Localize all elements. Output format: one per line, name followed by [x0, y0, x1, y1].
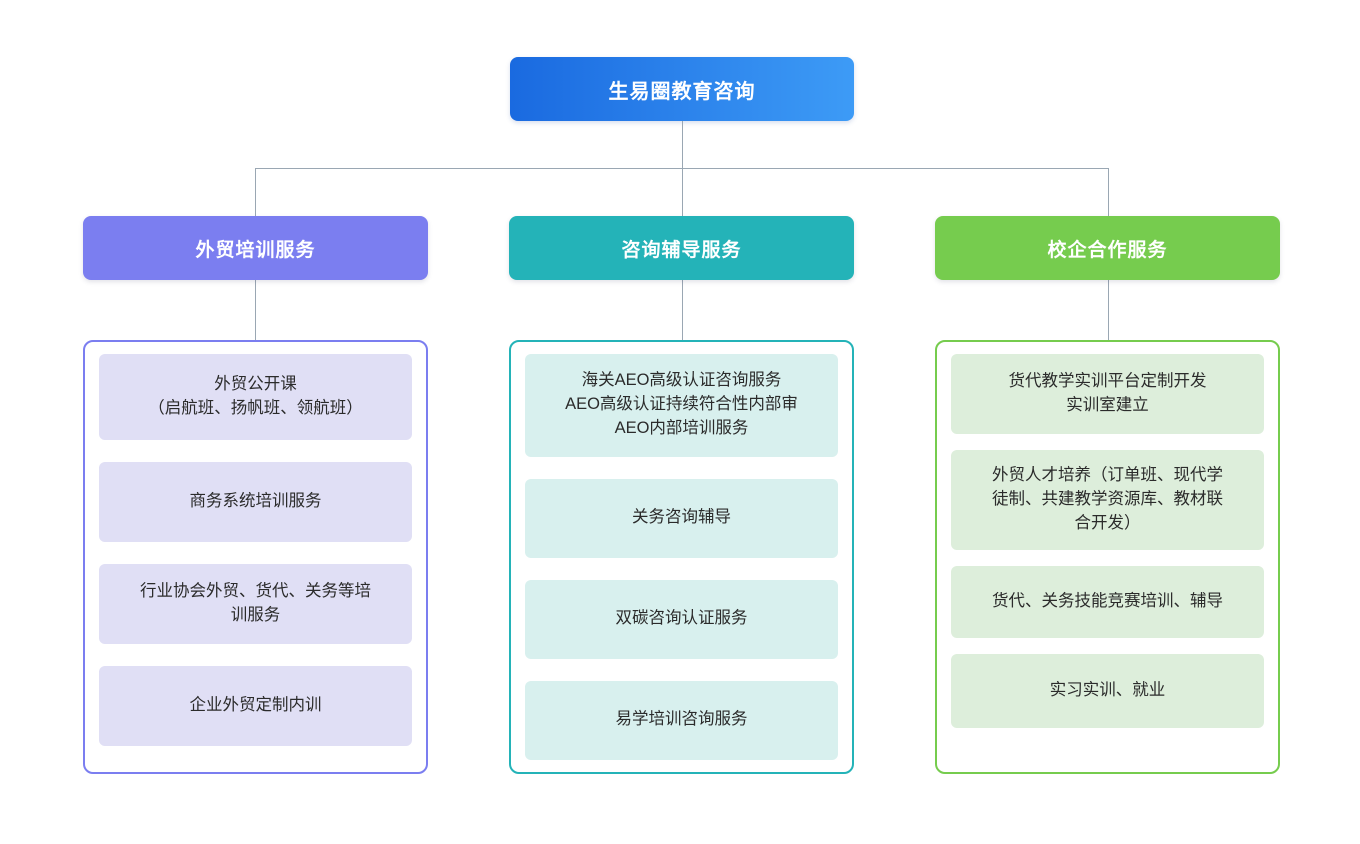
- connector-header-to-group-1: [254, 280, 256, 340]
- service-card[interactable]: 商务系统培训服务: [99, 462, 412, 542]
- service-card-line: 双碳咨询认证服务: [615, 609, 748, 628]
- service-card[interactable]: 外贸公开课 （启航班、扬帆班、领航班）: [99, 354, 412, 440]
- service-card-line: 企业外贸定制内训: [189, 696, 322, 715]
- service-card-line: 货代、关务技能竞赛培训、辅导: [992, 592, 1223, 611]
- service-card-label: 行业协会外贸、货代、关务等培训服务: [140, 580, 371, 628]
- connector-drop-branch-3: [1107, 167, 1109, 217]
- service-card-label: 货代、关务技能竞赛培训、辅导: [992, 590, 1223, 614]
- root-node[interactable]: 生易圈教育咨询: [510, 57, 854, 121]
- service-card-line: 徒制、共建教学资源库、教材联: [992, 490, 1223, 509]
- service-card-line: 海关AEO高级认证咨询服务: [581, 371, 782, 390]
- service-card-label: 货代教学实训平台定制开发实训室建立: [1009, 370, 1207, 418]
- service-card-line: 实习实训、就业: [1049, 681, 1166, 700]
- connector-root-vertical: [681, 121, 683, 168]
- service-card-line: 实训室建立: [1066, 396, 1149, 414]
- service-card-label: 外贸人才培养（订单班、现代学徒制、共建教学资源库、教材联合开发）: [992, 464, 1223, 536]
- service-card-label: 外贸公开课 （启航班、扬帆班、领航班）: [148, 373, 363, 421]
- connector-header-to-group-2: [681, 280, 683, 340]
- category-header-training[interactable]: 外贸培训服务: [83, 216, 428, 280]
- service-card-line: AEO内部培训服务: [614, 419, 749, 438]
- service-card-line: 易学培训咨询服务: [615, 710, 748, 729]
- service-card-line: 合开发）: [1074, 513, 1141, 532]
- service-card-label: 双碳咨询认证服务: [616, 607, 748, 631]
- group-training-services: 外贸公开课 （启航班、扬帆班、领航班） 商务系统培训服务 行业协会外贸、货代、关务…: [83, 340, 428, 774]
- connector-header-to-group-3: [1107, 280, 1109, 340]
- service-card-label: 易学培训咨询服务: [616, 708, 748, 732]
- service-card-label: 实习实训、就业: [1050, 679, 1166, 703]
- service-card[interactable]: 行业协会外贸、货代、关务等培训服务: [99, 564, 412, 644]
- service-card[interactable]: 企业外贸定制内训: [99, 666, 412, 746]
- service-card[interactable]: 货代、关务技能竞赛培训、辅导: [951, 566, 1264, 638]
- service-card[interactable]: 海关AEO高级认证咨询服务 AEO高级认证持续符合性内部审 AEO内部培训服务: [525, 354, 838, 457]
- service-card-line: 外贸公开课: [214, 375, 297, 394]
- service-card[interactable]: 外贸人才培养（订单班、现代学徒制、共建教学资源库、教材联合开发）: [951, 450, 1264, 550]
- connector-drop-branch-2: [681, 167, 683, 217]
- service-card-line: 关务咨询辅导: [632, 508, 731, 527]
- service-card[interactable]: 双碳咨询认证服务: [525, 579, 838, 659]
- group-school-enterprise-services: 货代教学实训平台定制开发实训室建立 外贸人才培养（订单班、现代学徒制、共建教学资…: [935, 340, 1280, 774]
- category-header-consulting[interactable]: 咨询辅导服务: [509, 216, 854, 280]
- service-card-label: 企业外贸定制内训: [190, 694, 322, 718]
- service-card[interactable]: 关务咨询辅导: [525, 478, 838, 558]
- group-consulting-services: 海关AEO高级认证咨询服务 AEO高级认证持续符合性内部审 AEO内部培训服务 关务…: [509, 340, 854, 774]
- service-card-line: （启航班、扬帆班、领航班）: [148, 399, 363, 417]
- service-card-line: 货代教学实训平台定制开发: [1008, 372, 1207, 391]
- category-header-school-enterprise[interactable]: 校企合作服务: [935, 216, 1280, 280]
- service-card-line: 外贸人才培养（订单班、现代学: [992, 466, 1223, 485]
- connector-drop-branch-1: [254, 167, 256, 217]
- service-card[interactable]: 易学培训咨询服务: [525, 680, 838, 760]
- service-card-line: 训服务: [230, 606, 281, 624]
- service-card[interactable]: 货代教学实训平台定制开发实训室建立: [951, 354, 1264, 434]
- service-card-label: 商务系统培训服务: [190, 490, 322, 514]
- service-card-label: 海关AEO高级认证咨询服务 AEO高级认证持续符合性内部审 AEO内部培训服务: [565, 369, 798, 441]
- service-card-line: 商务系统培训服务: [189, 492, 322, 511]
- service-card-line: 行业协会外贸、货代、关务等培: [140, 582, 371, 601]
- service-card[interactable]: 实习实训、就业: [951, 654, 1264, 728]
- service-card-line: AEO高级认证持续符合性内部审: [565, 395, 798, 414]
- service-card-label: 关务咨询辅导: [632, 506, 731, 530]
